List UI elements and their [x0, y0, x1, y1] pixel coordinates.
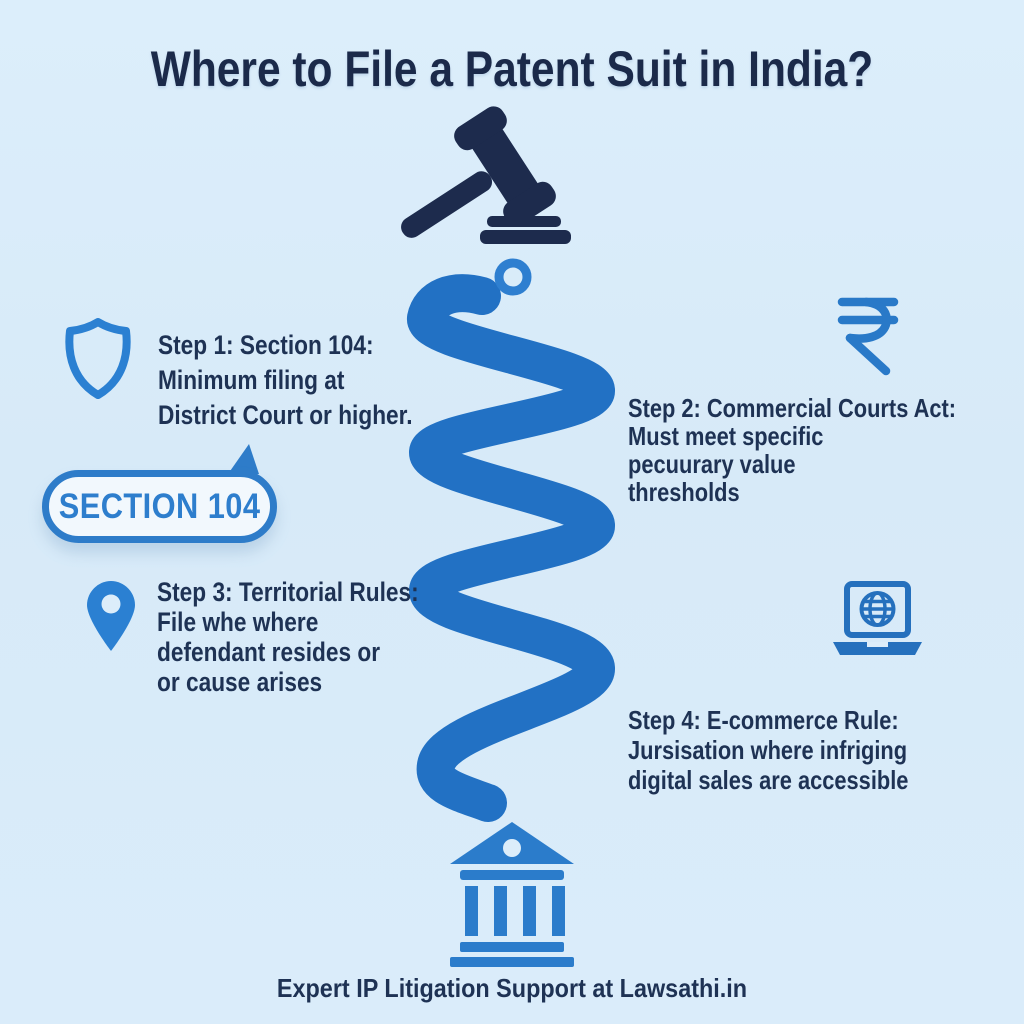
badge-label: SECTION 104	[58, 486, 261, 526]
step-text-line: Jursisation where infriging	[628, 735, 908, 765]
laptop-globe-icon	[833, 581, 922, 655]
step-text-line: digital sales are accessible	[628, 765, 909, 795]
badge-tail-icon	[228, 444, 259, 474]
step-text-line: Minimum filing at	[158, 365, 345, 395]
footer-text: Expert IP Litigation Support at Lawsathi…	[276, 973, 748, 1003]
location-pin-icon	[87, 581, 135, 651]
step-text-line: pecuurary value	[628, 449, 796, 479]
step-text-line: District Court or higher.	[158, 400, 413, 430]
step-text-line: Step 3: Territorial Rules:	[157, 577, 419, 607]
section-104-badge: SECTION 104	[42, 470, 277, 543]
step-text-line: or cause arises	[157, 667, 323, 697]
shield-icon	[65, 318, 131, 399]
page-title: Where to File a Patent Suit in India?	[150, 41, 874, 97]
step-text-line: thresholds	[628, 477, 740, 507]
courthouse-icon	[450, 822, 574, 967]
step-text-line: Step 2: Commercial Courts Act:	[628, 393, 957, 423]
step-1-text: Step 1: Section 104: Minimum filing at D…	[158, 328, 413, 433]
gavel-icon	[401, 106, 571, 244]
rupee-icon	[837, 297, 899, 376]
path-start-ring-icon	[494, 258, 532, 296]
winding-path	[407, 274, 615, 822]
step-3-text: Step 3: Territorial Rules: File whe wher…	[157, 577, 419, 697]
step-2-text: Step 2: Commercial Courts Act: Must meet…	[628, 394, 956, 506]
step-text-line: defendant resides or	[157, 637, 381, 667]
step-text-line: Step 1: Section 104:	[158, 330, 374, 360]
step-text-line: File whe where	[157, 607, 319, 637]
step-text-line: Must meet specific	[628, 421, 824, 451]
step-4-text: Step 4: E-commerce Rule: Jursisation whe…	[628, 705, 908, 795]
step-text-line: Step 4: E-commerce Rule:	[628, 705, 899, 735]
